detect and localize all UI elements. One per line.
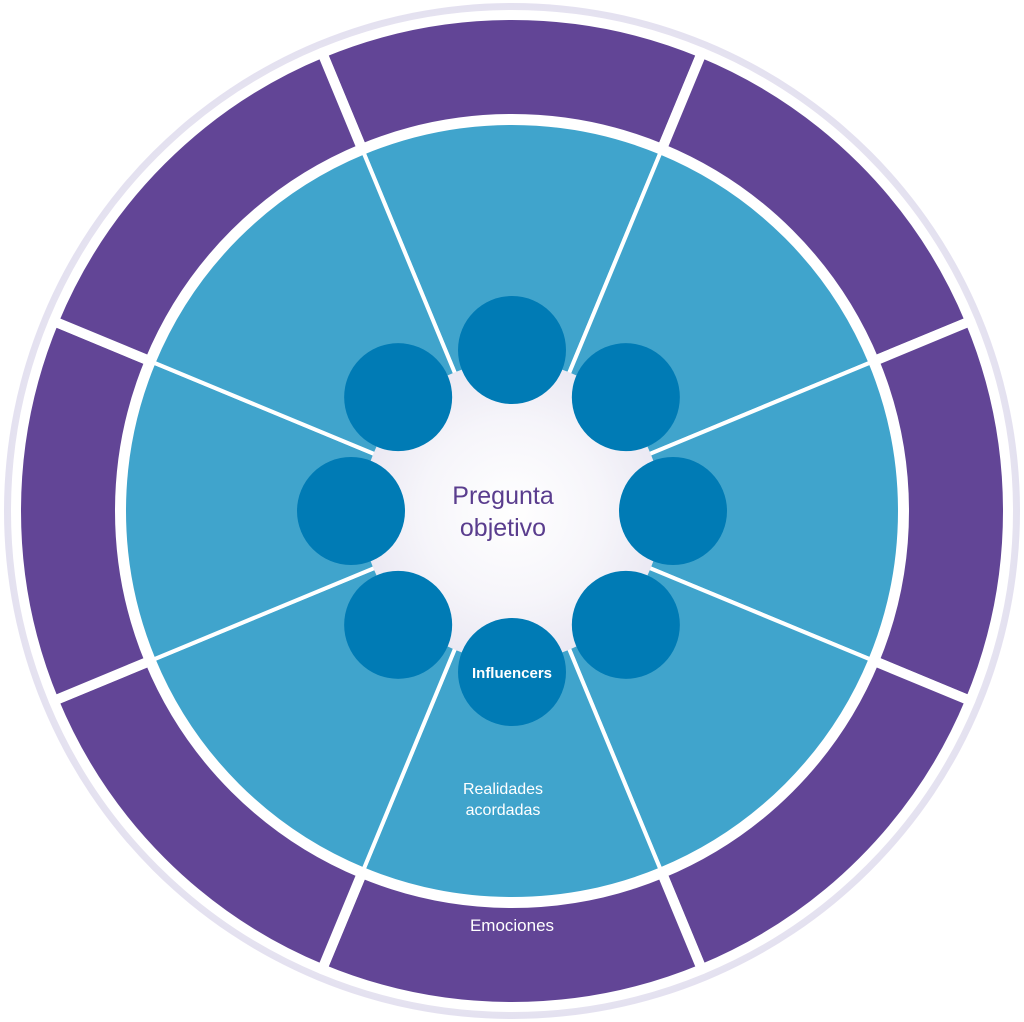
outer-ring-label: Emociones [470,916,554,935]
influencer-circle-8 [344,343,453,452]
outer-ring-emociones [11,10,1013,1012]
middle-ring-label-line-2: acordadas [466,802,541,819]
influencer-circle-1 [458,296,566,404]
middle-ring-label-line-1: Realidades [463,781,543,798]
influencer-circle-3 [619,457,727,565]
influencer-circle-5 [458,618,566,726]
inner-ring-influencers [297,296,727,726]
center-label-line-1: Pregunta [452,482,554,510]
influencer-circle-2 [571,343,680,452]
influencer-circle-6 [344,570,453,679]
outer-segment-8 [48,47,367,366]
center-label-line-2: objetivo [460,514,546,542]
inner-ring-label: Influencers [472,665,552,682]
influencer-circle-4 [571,570,680,679]
influencer-circle-7 [297,457,405,565]
center-disc [362,361,662,661]
